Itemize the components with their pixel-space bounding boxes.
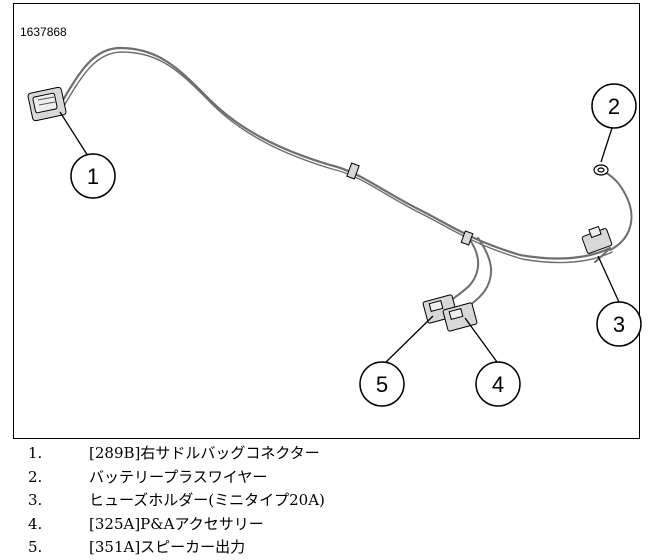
accessory-connectors: [422, 294, 478, 332]
legend-number: 4.: [28, 514, 43, 533]
legend-item: 1. [289B]右サドルバッグコネクター: [28, 442, 628, 466]
wire-harness: [60, 46, 633, 311]
legend-text: [351A]スピーカー出力: [89, 538, 246, 556]
legend-item: 3. ヒューズホルダー(ミニタイプ20A): [28, 489, 628, 513]
legend-number: 2.: [28, 467, 43, 486]
callout-5-label: 5: [376, 372, 388, 397]
legend-text: バッテリープラスワイヤー: [89, 467, 268, 486]
callout-3: 3: [596, 301, 642, 347]
ring-terminal: [593, 164, 609, 176]
saddlebag-connector: [27, 86, 67, 122]
callout-4-label: 4: [492, 372, 504, 397]
callout-2: 2: [591, 83, 637, 129]
callout-1: 1: [70, 153, 116, 199]
legend-item: 4. [325A]P&Aアクセサリー: [28, 513, 628, 537]
callout-1-label: 1: [87, 164, 99, 189]
legend-number: 1.: [28, 444, 43, 462]
callout-5: 5: [359, 361, 405, 407]
parts-legend: 1. [289B]右サドルバッグコネクター 2. バッテリープラスワイヤー 3.…: [28, 442, 628, 560]
legend-number: 3.: [28, 491, 43, 509]
harness-clips: [346, 162, 474, 246]
fuse-holder: [581, 225, 613, 254]
legend-text: ヒューズホルダー(ミニタイプ20A): [89, 491, 325, 509]
figure-id: 1637868: [20, 25, 67, 39]
callout-4: 4: [475, 361, 521, 407]
legend-item: 2. バッテリープラスワイヤー: [28, 466, 628, 490]
legend-item: 5. [351A]スピーカー出力: [28, 536, 628, 560]
figure-frame: [13, 3, 640, 439]
legend-text: [325A]P&Aアクセサリー: [89, 514, 264, 533]
legend-text: [289B]右サドルバッグコネクター: [89, 444, 320, 462]
legend-number: 5.: [28, 538, 43, 556]
callout-3-label: 3: [613, 312, 625, 337]
leader-lines: [59, 111, 620, 366]
callout-2-label: 2: [608, 94, 620, 119]
